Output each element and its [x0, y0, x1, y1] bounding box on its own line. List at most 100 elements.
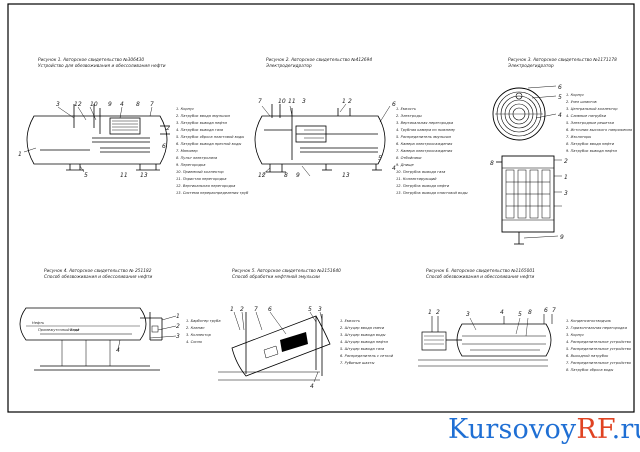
fig1-legend-5: 5. Патрубок сброса пластовой воды — [176, 135, 244, 139]
fig6-caption-line1: Рисунок 6. Авторское свидетельство №1165… — [426, 268, 535, 274]
fig2-legend-8: 8. Отбойники — [396, 156, 422, 160]
fig6-callout-8: 8 — [528, 309, 532, 316]
fig5-callout-1: 1 — [230, 306, 234, 313]
fig1-legend-10: 10. Приемный коллектор — [176, 170, 224, 174]
fig5-vessel-body — [231, 315, 331, 377]
fig1-legend-6: 6. Патрубок вывода пресной воды — [176, 142, 241, 146]
fig5-callout-4: 4 — [310, 383, 314, 390]
fig6-legend-7: 7. Распределительное устройство — [566, 361, 632, 365]
fig6-vessel-body — [456, 323, 552, 357]
fig3-caption-line1: Рисунок 3. Авторское свидетельство №1171… — [508, 57, 617, 63]
fig1-callout-11: 11 — [120, 172, 128, 179]
fig2-legend-5: 5. Распределитель эмульсии — [396, 135, 451, 139]
fig1-legend-4: 4. Патрубок вывода газа — [176, 128, 223, 132]
fig5-legend-6: 6. Распределитель с сеткой — [340, 354, 394, 358]
fig1-legend-2: 2. Патрубок ввода эмульсии — [176, 114, 231, 118]
fig4-callout-2: 2 — [176, 323, 180, 330]
fig1-callout-1: 1 — [18, 151, 22, 158]
fig4-label-water: Вода — [70, 328, 79, 332]
fig2-vessel-body — [254, 115, 386, 165]
fig3-side-view-body — [501, 155, 555, 233]
fig2-callout-12: 12 — [258, 172, 266, 179]
fig1-legend-9: 9. Перегородка — [176, 163, 205, 167]
fig4-label-oil: Нефть — [32, 321, 44, 325]
fig1-legend-12: 12. Вертикальная перегородка — [176, 184, 235, 188]
fig2-legend-9: 9. Днище — [396, 163, 414, 167]
fig5-legend-2: 2. Штуцер ввода смеси — [340, 326, 385, 330]
fig3-legend-1: 1. Корпус — [566, 93, 584, 97]
watermark-accent: RF — [576, 414, 612, 445]
fig3-legend-2: 2. Узел шлангов — [566, 100, 597, 104]
fig2-caption-line1: Рисунок 2. Авторское свидетельство №4126… — [266, 57, 372, 63]
fig2-legend-6: 6. Камера электроосаждения — [396, 142, 453, 146]
fig2-legend-2: 2. Электроды — [396, 114, 422, 118]
fig3-legend-4: 4. Сливные патрубки — [566, 114, 607, 118]
fig5-callout-2: 2 — [240, 306, 244, 313]
fig4-vessel-body — [19, 307, 147, 341]
fig4-callout-4: 4 — [116, 347, 120, 354]
fig2-legend-7: 7. Камера электроосаждения — [396, 149, 453, 153]
fig5-callout-3: 3 — [318, 306, 322, 313]
fig6-callout-3: 3 — [466, 311, 470, 318]
fig3-legend-6: 6. Источник высокого напряжения — [566, 128, 633, 132]
fig6-legend-8: 8. Патрубок сброса воды — [566, 368, 613, 372]
fig6-callout-7: 7 — [552, 307, 556, 314]
fig4-label-interlayer: Промежуточный слой — [38, 328, 80, 332]
fig1-vessel-body — [26, 115, 168, 165]
fig2-legend-11: 11. Коллектирующий — [396, 177, 437, 181]
fig6-callout-1: 1 — [428, 309, 432, 316]
fig3-callout-4: 4 — [558, 112, 562, 119]
fig1-callout-2: 2 — [166, 125, 170, 132]
fig6-callout-5: 5 — [518, 311, 522, 318]
fig6-legend-5: 5. Распределительное устройство — [566, 347, 632, 351]
fig2-callout-1: 1 — [342, 98, 346, 105]
fig4-callout-3: 3 — [176, 333, 180, 340]
fig6-legend-1: 1. Конденсатоотводчик — [566, 319, 612, 323]
fig3-callout-9: 9 — [560, 234, 564, 241]
fig6-legend-4: 4. Распределительное устройство — [566, 340, 632, 344]
fig2-callout-10: 10 — [278, 98, 286, 105]
fig1-callout-12: 12 — [74, 101, 82, 108]
figure-1: Рисунок 1. Авторское свидетельство №3064… — [18, 57, 249, 195]
fig1-caption-line2: Устройство для обезвоживания и обессолив… — [38, 63, 166, 69]
fig4-caption-line2: Способ обезвоживания и обессоливания неф… — [44, 274, 153, 280]
fig2-legend-12: 12. Патрубок вывода нефти — [396, 184, 450, 188]
fig4-legend-4: 4. Сопло — [186, 340, 203, 344]
fig3-legend-3: 3. Центральный коллектор — [566, 107, 618, 111]
fig4-legend-3: 3. Коллектор — [186, 333, 212, 337]
fig2-callout-4: 4 — [392, 165, 396, 172]
fig1-callout-5: 5 — [84, 172, 88, 179]
fig5-legend-3: 3. Штуцер вывода воды — [340, 333, 386, 337]
fig3-callout-6: 6 — [558, 84, 562, 91]
fig2-callout-5: 5 — [378, 155, 382, 162]
fig1-callout-4: 4 — [120, 101, 124, 108]
fig5-legend-7: 7. Рубиные шахты — [340, 361, 375, 365]
fig5-caption-line2: Способ обработки нефтяной эмульсии — [232, 274, 320, 280]
figure-3: Рисунок 3. Авторское свидетельство №1171… — [490, 57, 633, 245]
fig1-legend-13: 13. Система перераспределения труб — [176, 191, 249, 195]
fig1-callout-9: 9 — [108, 101, 112, 108]
fig5-callout-5: 5 — [308, 306, 312, 313]
fig2-callout-11: 11 — [288, 98, 296, 105]
fig6-legend-3: 3. Корпус — [566, 333, 584, 337]
fig3-callout-3: 3 — [564, 190, 568, 197]
fig2-callout-6: 6 — [392, 101, 396, 108]
fig3-callout-5: 5 — [558, 94, 562, 101]
fig3-caption-line2: Электродегидратор — [507, 63, 554, 69]
fig1-callout-13: 13 — [140, 172, 148, 179]
fig5-distributor — [280, 332, 308, 352]
fig6-callout-2: 2 — [436, 309, 440, 316]
fig1-legend-11: 11. Пористая перегородка — [176, 177, 226, 181]
fig6-callout-6: 6 — [544, 307, 548, 314]
fig6-caption-line2: Способ обезвоживания и обессоливания неф… — [426, 274, 535, 280]
fig5-callout-6: 6 — [268, 306, 272, 313]
figure-4: Рисунок 4. Авторское свидетельство № 251… — [19, 268, 221, 371]
fig3-legend-8: 8. Патрубок ввода нефти — [566, 142, 615, 146]
figure-6: Рисунок 6. Авторское свидетельство №1165… — [418, 268, 632, 372]
fig2-callout-2: 2 — [348, 98, 352, 105]
fig6-legend-6: 6. Выходной патрубок — [566, 354, 609, 358]
fig6-legend-2: 2. Горизонтальная перегородка — [566, 326, 627, 330]
fig4-callout-1: 1 — [176, 313, 180, 320]
fig1-callout-10: 10 — [90, 101, 98, 108]
fig1-legend-8: 8. Пульт электролиза — [176, 156, 217, 160]
